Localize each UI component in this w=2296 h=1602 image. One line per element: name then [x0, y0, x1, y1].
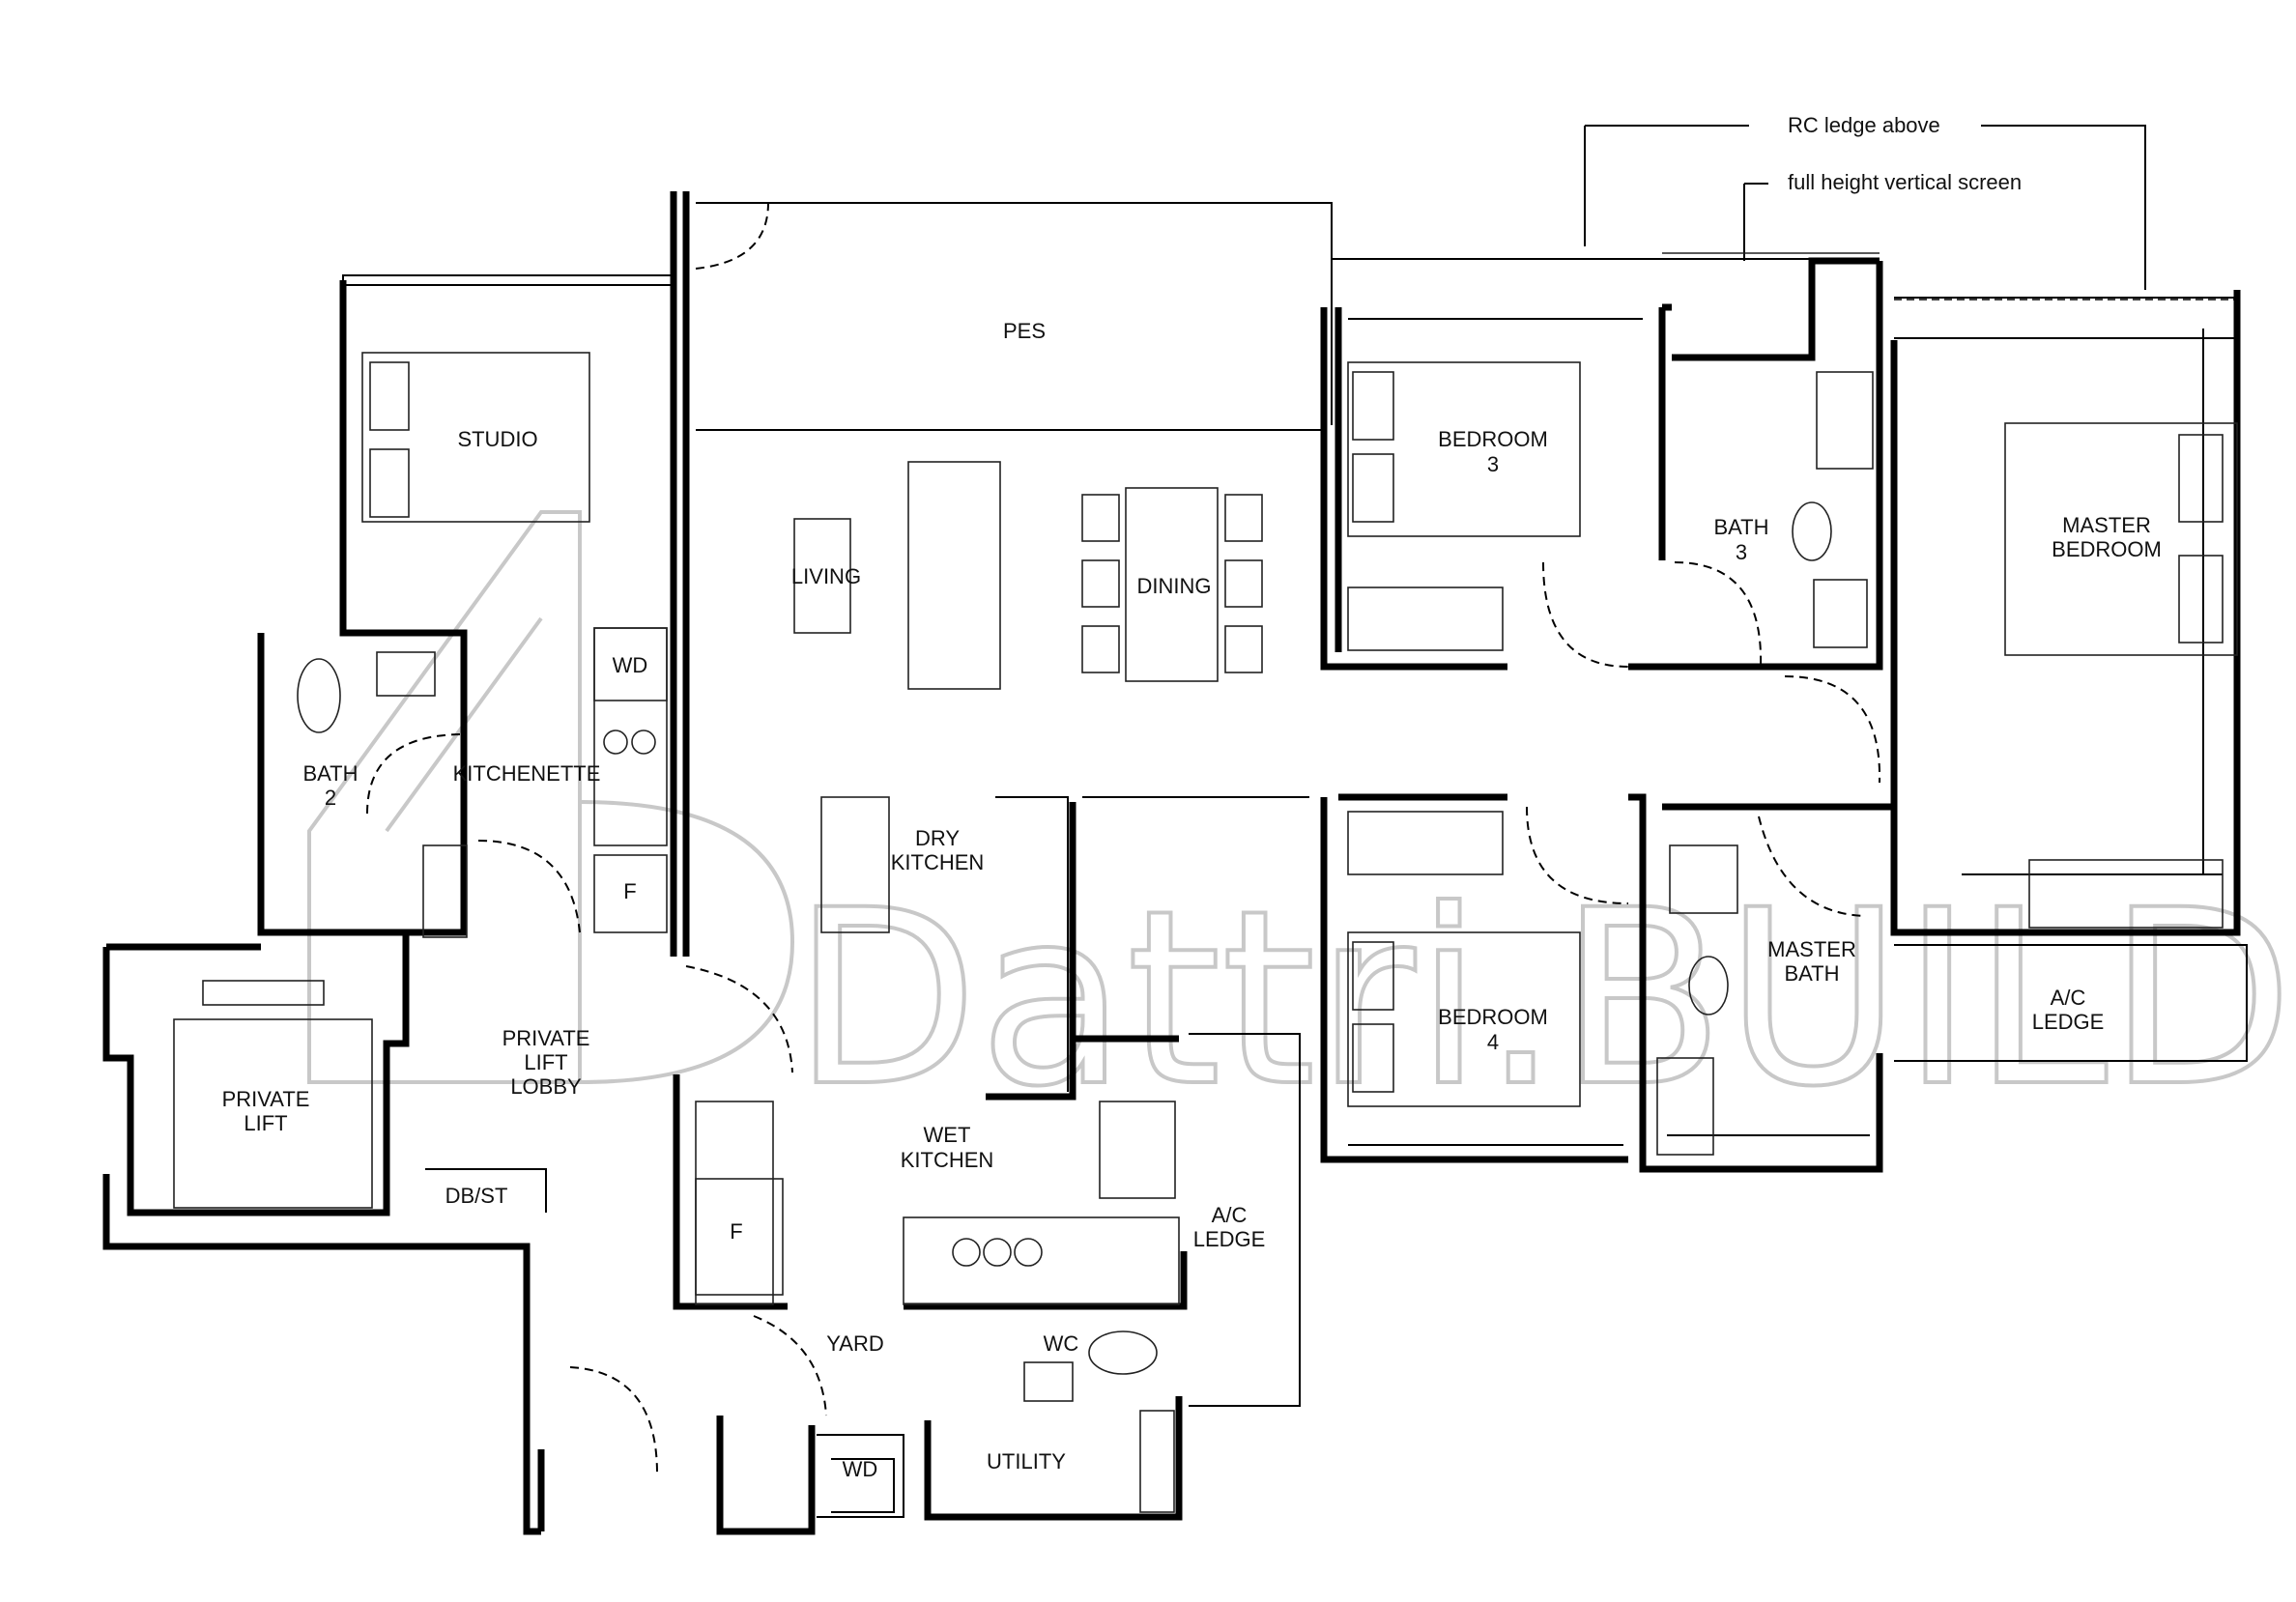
room-label-lobby-line3: LOBBY [510, 1074, 582, 1099]
room-label-kitchenette: KITCHENETTE [453, 761, 601, 786]
room-label-lobby-line1: PRIVATE [502, 1026, 590, 1050]
fixture-label-wd-kitchenette: WD [613, 653, 648, 677]
furniture [173, 352, 2238, 1513]
room-label-dry-kitchen-line1: DRY [915, 826, 960, 850]
room-label-dining: DINING [1137, 574, 1212, 598]
room-label-ac-ledge-right-line2: LEDGE [2032, 1010, 2105, 1034]
room-label-dry-kitchen-line2: KITCHEN [891, 850, 985, 874]
room-label-yard: YARD [826, 1331, 884, 1356]
room-label-pes: PES [1003, 319, 1046, 343]
room-label-master-bedroom-line2: BEDROOM [2052, 537, 2162, 561]
fixture-label-f-kitchenette: F [623, 879, 636, 903]
annotation-rc-ledge: RC ledge above [1788, 113, 1940, 137]
room-label-ac-ledge-right-line1: A/C [2051, 986, 2086, 1010]
room-label-bath2-line2: 2 [325, 786, 336, 810]
fixture-label-wd-yard: WD [843, 1457, 878, 1481]
room-label-private-lift-line2: LIFT [244, 1111, 287, 1135]
room-label-bedroom3-line2: 3 [1487, 452, 1499, 476]
walls [102, 191, 2241, 1535]
room-label-bedroom4-line1: BEDROOM [1438, 1005, 1548, 1029]
room-label-master-bath-line1: MASTER [1767, 937, 1856, 961]
fixture-label-f-wet-kitchen: F [730, 1219, 742, 1244]
room-label-bath2-line1: BATH [302, 761, 358, 786]
room-label-ac-ledge-mid-line1: A/C [1212, 1203, 1248, 1227]
room-label-studio: STUDIO [457, 427, 537, 451]
room-label-bath3-line2: 3 [1736, 540, 1747, 564]
room-label-lobby-line2: LIFT [524, 1050, 567, 1074]
room-label-wc: WC [1044, 1331, 1079, 1356]
room-label-ac-ledge-mid-line2: LEDGE [1193, 1227, 1266, 1251]
door-swings [366, 202, 1881, 1474]
annotation-vertical-screen: full height vertical screen [1788, 170, 2022, 194]
room-label-wet-kitchen-line1: WET [924, 1123, 971, 1147]
room-label-master-bedroom-line1: MASTER [2062, 513, 2151, 537]
room-label-db-st: DB/ST [445, 1184, 508, 1208]
room-label-master-bath-line2: BATH [1784, 961, 1839, 986]
room-label-wet-kitchen-line2: KITCHEN [901, 1148, 994, 1172]
annotation-lines [1332, 125, 2237, 300]
room-label-bedroom4-line2: 4 [1487, 1030, 1499, 1054]
watermark-logo: Dattri.BUILD [307, 510, 2295, 1141]
room-label-private-lift-line1: PRIVATE [222, 1087, 310, 1111]
room-label-bedroom3-line1: BEDROOM [1438, 427, 1548, 451]
room-label-living: LIVING [791, 564, 861, 588]
room-label-utility: UTILITY [987, 1449, 1066, 1473]
room-label-bath3-line1: BATH [1713, 515, 1768, 539]
